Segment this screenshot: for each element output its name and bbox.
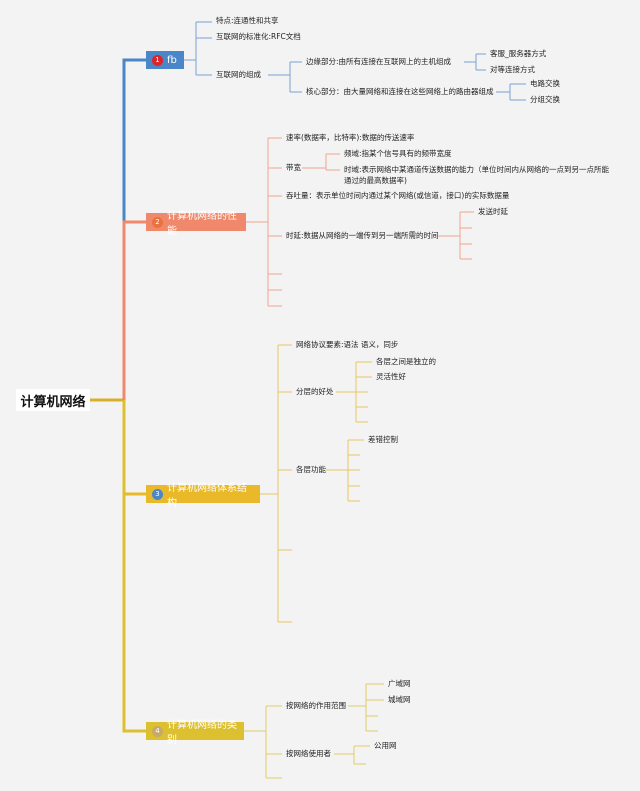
branch-node-1[interactable]: 1 fb bbox=[146, 51, 184, 69]
node-layer-benefit[interactable]: 分层的好处 bbox=[296, 387, 334, 396]
number-badge: 3 bbox=[152, 488, 163, 500]
node-error[interactable]: 差错控制 bbox=[368, 435, 398, 444]
number-badge: 1 bbox=[152, 54, 163, 66]
node-public[interactable]: 公用网 bbox=[374, 741, 397, 750]
node-send-delay[interactable]: 发送时延 bbox=[478, 207, 508, 216]
branch-node-3[interactable]: 3 计算机网络体系结构 bbox=[146, 483, 260, 509]
node-p2p[interactable]: 对等连接方式 bbox=[490, 65, 535, 74]
node-composition[interactable]: 互联网的组成 bbox=[216, 70, 261, 79]
node-client-server[interactable]: 客服_服务器方式 bbox=[490, 49, 547, 58]
branch-label: 计算机网络的类别 bbox=[167, 720, 237, 746]
node-freq[interactable]: 频域:指某个信号具有的频带宽度 bbox=[344, 149, 452, 158]
number-badge: 4 bbox=[152, 725, 163, 737]
node-flexible[interactable]: 灵活性好 bbox=[376, 372, 406, 381]
node-scope[interactable]: 按网络的作用范围 bbox=[286, 701, 346, 710]
branch-label: fb bbox=[167, 54, 177, 66]
branch-label: 计算机网络的性能 bbox=[167, 211, 237, 237]
node-bandwidth[interactable]: 带宽 bbox=[286, 163, 301, 172]
node-standard[interactable]: 互联网的标准化:RFC文档 bbox=[216, 32, 301, 41]
node-delay[interactable]: 时延:数据从网络的一端传到另一端所需的时间 bbox=[286, 231, 439, 240]
node-time-line1[interactable]: 时域:表示网络中某通道传送数据的能力（单位时间内从网络的一点到另一点所能 bbox=[344, 165, 610, 174]
node-user[interactable]: 按网络使用者 bbox=[286, 749, 331, 758]
node-core[interactable]: 核心部分：由大量网络和连接在这些网络上的路由器组成 bbox=[306, 87, 494, 96]
node-packet[interactable]: 分组交换 bbox=[530, 95, 560, 104]
node-man[interactable]: 城域网 bbox=[388, 695, 411, 704]
node-throughput[interactable]: 吞吐量：表示单位时间内通过某个网络(或信道，接口)的实际数据量 bbox=[286, 191, 510, 200]
node-edge[interactable]: 边缘部分:由所有连接在互联网上的主机组成 bbox=[306, 57, 452, 66]
branch-node-2[interactable]: 2 计算机网络的性能 bbox=[146, 211, 246, 237]
node-elements[interactable]: 网络协议要素:语法 语义，同步 bbox=[296, 340, 399, 349]
node-layer-func[interactable]: 各层功能 bbox=[296, 465, 326, 474]
number-badge: 2 bbox=[152, 216, 163, 228]
root-node[interactable]: 计算机网络 bbox=[16, 389, 90, 411]
node-circuit[interactable]: 电路交换 bbox=[530, 79, 560, 88]
node-rate[interactable]: 速率(数据率，比特率):数据的传送速率 bbox=[286, 133, 415, 142]
node-wan[interactable]: 广域网 bbox=[388, 679, 411, 688]
node-feature[interactable]: 特点:连通性和共享 bbox=[216, 16, 279, 25]
node-independent[interactable]: 各层之间是独立的 bbox=[376, 357, 436, 366]
node-time-line2[interactable]: 通过的最高数据率) bbox=[344, 176, 407, 185]
branch-label: 计算机网络体系结构 bbox=[167, 483, 247, 509]
branch-node-4[interactable]: 4 计算机网络的类别 bbox=[146, 720, 244, 746]
